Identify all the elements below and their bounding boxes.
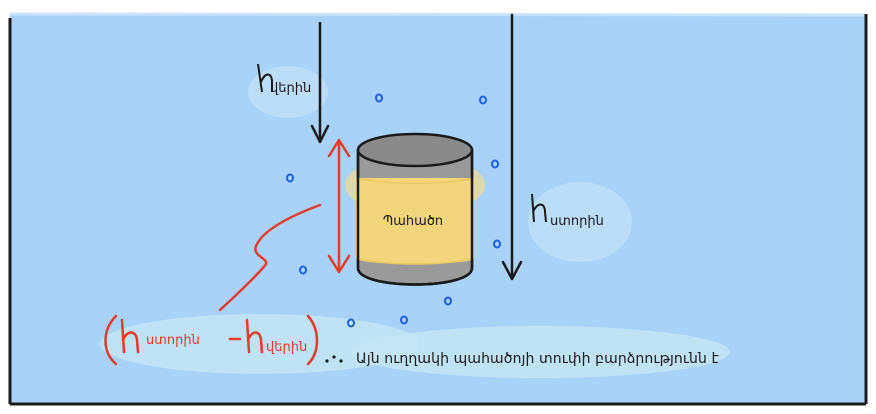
formula-paren-right — [306, 314, 319, 366]
arrow-h-bottom-head — [501, 260, 523, 281]
label-glow-h-top — [248, 66, 328, 118]
label-can: Պահածո — [382, 214, 444, 229]
label-glow-h-bottom — [528, 182, 632, 262]
formula-label-bottom: ստորին — [146, 333, 200, 348]
bubbles — [286, 93, 501, 328]
label-h-top: վերին — [270, 81, 312, 96]
formula-paren-left — [104, 314, 118, 366]
formula-label-top: վերին — [266, 340, 308, 355]
h-glyph-top — [257, 63, 273, 93]
water-surface-line — [9, 12, 867, 17]
red-height-arrow-head-bottom — [327, 254, 351, 274]
formula-h-top — [245, 318, 264, 354]
therefore-dots — [325, 355, 343, 363]
arrow-h-top-head — [310, 124, 330, 144]
formula-h-bottom — [120, 318, 140, 354]
red-connector — [218, 203, 322, 312]
can-object — [345, 132, 485, 286]
h-glyph-bottom — [531, 193, 547, 223]
red-height-arrow-head-top — [327, 138, 351, 158]
label-glow-formula — [100, 314, 420, 374]
label-glow-sentence — [350, 326, 730, 378]
label-h-bottom: ստորին — [550, 214, 604, 229]
explanation-sentence: Այն ուղղակի պահածոյի տուփի բարձրությունն… — [356, 351, 719, 367]
